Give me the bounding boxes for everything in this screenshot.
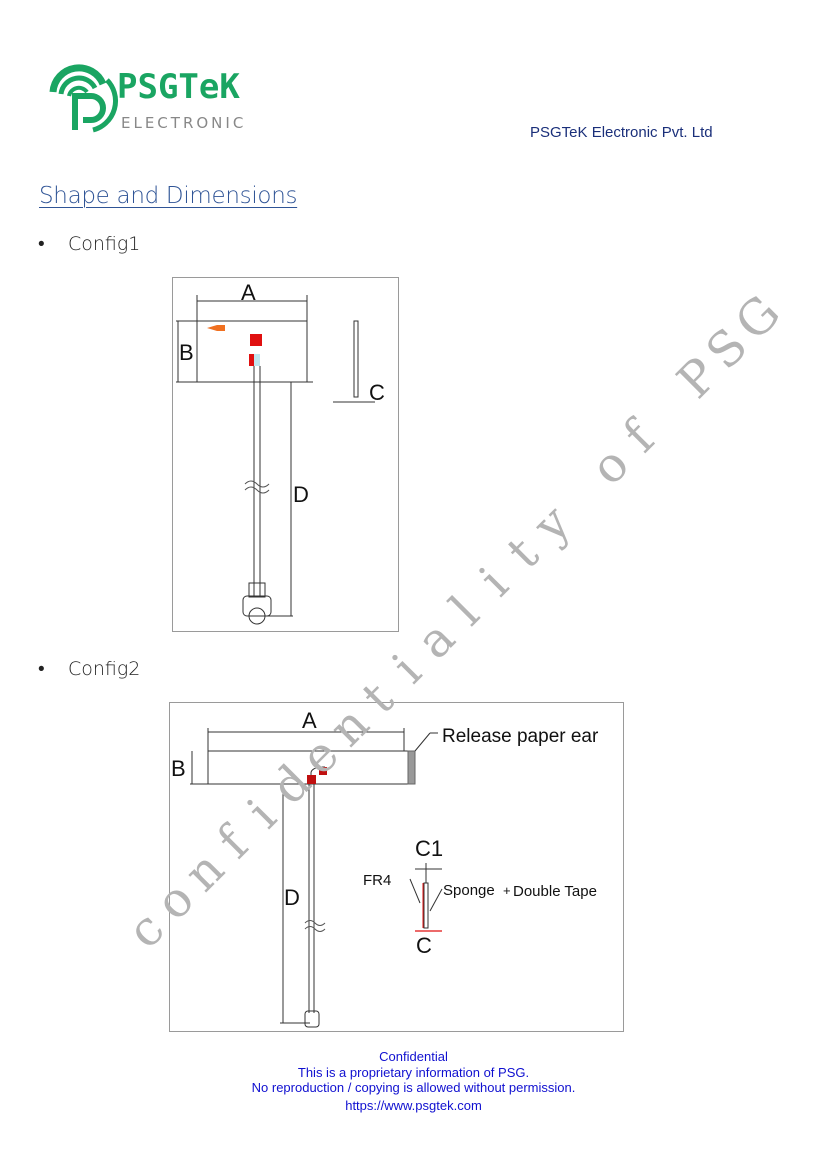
psgtek-logo: PSGTeK ELECTRONIC — [45, 62, 275, 141]
config2-label: Config2 — [68, 658, 141, 680]
watermark-char: S — [695, 317, 759, 381]
company-name: PSGTeK Electronic Pvt. Ltd — [530, 124, 713, 141]
antenna-body — [196, 320, 308, 383]
page-footer: Confidential This is a proprietary infor… — [0, 1049, 827, 1113]
config1-bullet: •Config1 — [38, 233, 141, 255]
svg-text:ELECTRONIC: ELECTRONIC — [121, 114, 246, 132]
dim-d-label: D — [293, 482, 309, 507]
watermark-char: f — [612, 410, 666, 464]
watermark-char: i — [468, 556, 520, 608]
sponge-callout: Sponge — [443, 882, 495, 899]
watermark-char: a — [406, 610, 466, 670]
double-tape-callout: Double Tape — [513, 883, 597, 900]
dim-a-label: A — [302, 708, 317, 733]
watermark-char: l — [439, 585, 491, 637]
watermark-char: y — [522, 494, 582, 554]
dim-c-label: C — [369, 380, 385, 405]
dim-d-label: D — [284, 885, 300, 910]
dim-a-label: A — [241, 280, 256, 305]
watermark-char: i — [381, 643, 433, 695]
config2-bullet: •Config2 — [38, 658, 141, 680]
release-paper-ear-callout: Release paper ear — [442, 726, 599, 747]
watermark-char — [551, 465, 612, 526]
dim-c-label: C — [416, 933, 432, 958]
config1-diagram: A B C D — [172, 277, 399, 632]
section-title: Shape and Dimensions — [39, 183, 298, 209]
footer-proprietary: This is a proprietary information of PSG… — [297, 1064, 530, 1080]
plus-sign: + — [503, 883, 511, 898]
dim-c1-label: C1 — [415, 836, 443, 861]
dim-b-label: B — [179, 340, 194, 365]
footer-url-link[interactable]: https://www.psgtek.com — [345, 1097, 482, 1113]
footer-no-copy: No reproduction / copying is allowed wit… — [251, 1080, 576, 1095]
watermark-char: P — [666, 346, 730, 410]
watermark-char: c — [116, 900, 176, 960]
config2-diagram: A B D Release paper ear C1 FR4 Sponge + … — [169, 702, 624, 1032]
watermark-char: o — [579, 435, 641, 497]
logo-text: PSGTeK — [117, 67, 240, 107]
config1-label: Config1 — [68, 233, 141, 255]
dim-b-label: B — [171, 756, 186, 781]
footer-confidential: Confidential — [379, 1049, 448, 1064]
fr4-callout: FR4 — [363, 872, 391, 889]
watermark-char — [638, 378, 699, 439]
watermark-char: t — [496, 526, 550, 580]
watermark-char: G — [724, 284, 792, 352]
